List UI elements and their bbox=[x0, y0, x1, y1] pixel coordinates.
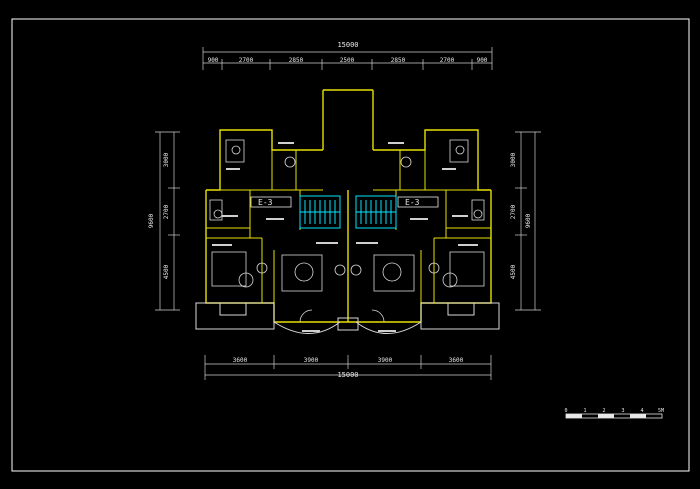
left-dim-1: 3000 bbox=[163, 152, 170, 167]
top-dimension-chain bbox=[202, 47, 493, 70]
stairs bbox=[299, 195, 397, 229]
scale-tick-4: 4 bbox=[640, 408, 643, 414]
right-dim-1: 3000 bbox=[510, 152, 517, 167]
right-dim-3: 4500 bbox=[510, 264, 517, 279]
top-dim-2: 2700 bbox=[239, 57, 254, 64]
left-dimension-chain bbox=[155, 131, 180, 311]
left-dim-3: 4500 bbox=[163, 264, 170, 279]
exterior-walls bbox=[205, 89, 492, 323]
scale-tick-2: 2 bbox=[602, 408, 605, 414]
interior-partitions bbox=[206, 150, 491, 303]
unit-tag-left: E-3 bbox=[250, 196, 292, 208]
bottom-dim-3: 3900 bbox=[378, 357, 393, 364]
left-dim-2: 2700 bbox=[163, 204, 170, 219]
right-total-dimension: 9600 bbox=[525, 213, 532, 228]
balconies bbox=[195, 302, 500, 334]
scale-tick-0: 0 bbox=[564, 408, 567, 414]
scale-bar: 0 1 2 3 4 5M bbox=[564, 408, 664, 419]
scale-tick-3: 3 bbox=[621, 408, 624, 414]
scale-tick-5: 5M bbox=[658, 408, 664, 414]
top-dim-1: 900 bbox=[208, 57, 219, 64]
unit-tag-left-label: E-3 bbox=[258, 198, 273, 207]
bottom-dimension-chain bbox=[204, 355, 492, 380]
scale-tick-1: 1 bbox=[583, 408, 586, 414]
unit-tag-right-label: E-3 bbox=[405, 198, 420, 207]
left-total-dimension: 9600 bbox=[148, 213, 155, 228]
top-dim-4: 2500 bbox=[340, 57, 355, 64]
top-total-dimension: 15000 bbox=[337, 41, 358, 49]
room-label-marks bbox=[212, 142, 478, 332]
bottom-dim-4: 3600 bbox=[449, 357, 464, 364]
drawing-frame bbox=[11, 18, 690, 472]
furniture bbox=[209, 139, 485, 323]
right-dimension-chain bbox=[515, 131, 541, 311]
top-dim-5: 2850 bbox=[391, 57, 406, 64]
right-dim-2: 2700 bbox=[510, 204, 517, 219]
bottom-dim-2: 3900 bbox=[304, 357, 319, 364]
unit-tag-right: E-3 bbox=[397, 196, 439, 208]
top-dim-3: 2850 bbox=[289, 57, 304, 64]
bottom-dim-1: 3600 bbox=[233, 357, 248, 364]
bottom-total-dimension: 15000 bbox=[337, 371, 358, 379]
top-dim-6: 2700 bbox=[440, 57, 455, 64]
top-dim-7: 900 bbox=[477, 57, 488, 64]
